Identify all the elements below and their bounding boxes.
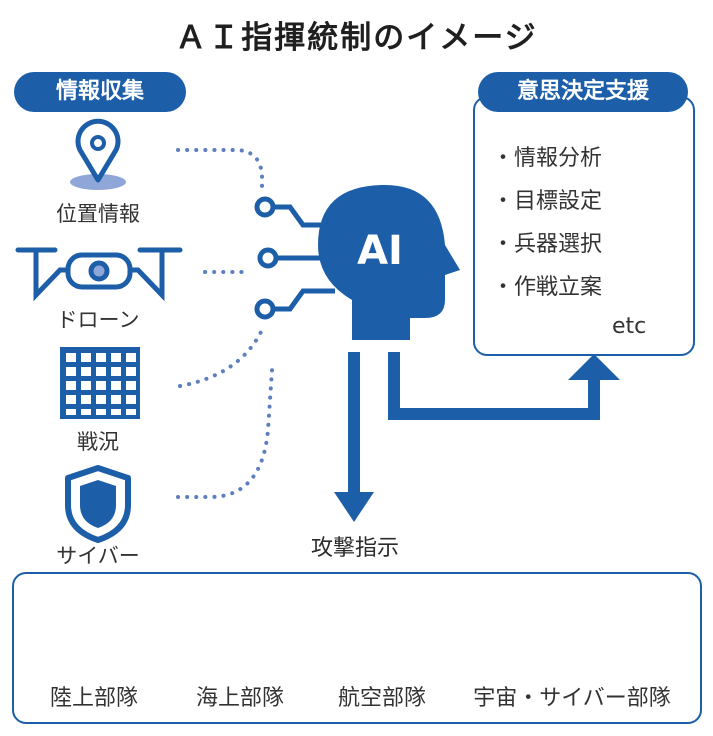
shield-icon	[65, 465, 131, 543]
grid-icon	[60, 347, 140, 419]
ai-label: AI	[357, 228, 403, 274]
attack-instruction-label: 攻撃指示	[310, 536, 399, 561]
ai-head-icon	[318, 185, 460, 340]
location-pin-icon	[70, 118, 126, 190]
unit-space-cyber: 宇宙・サイバー部隊	[473, 686, 671, 711]
decision-support-box	[473, 96, 695, 356]
label-battle-situation: 戦況	[77, 430, 119, 454]
decision-item-operation: ・作戦立案	[492, 275, 603, 300]
unit-air: 航空部隊	[337, 686, 426, 711]
page-title: ＡＩ指揮統制のイメージ	[175, 20, 538, 56]
label-cyber: サイバー	[56, 544, 140, 568]
decision-item-analysis: ・情報分析	[492, 146, 603, 171]
info-collection-header: 情報収集	[14, 72, 186, 112]
decision-item-target: ・目標設定	[492, 189, 603, 214]
dotted-connectors	[176, 148, 274, 499]
unit-maritime: 海上部隊	[195, 686, 284, 711]
units-box	[12, 572, 702, 724]
decision-etc: etc	[612, 314, 647, 339]
label-location: 位置情報	[56, 202, 140, 226]
up-arrow	[388, 352, 620, 420]
decision-item-weapon: ・兵器選択	[492, 232, 603, 257]
unit-ground: 陸上部隊	[49, 686, 138, 711]
decision-support-header: 意思決定支援	[478, 72, 688, 112]
down-arrow	[334, 352, 374, 522]
drone-icon	[15, 247, 183, 302]
label-drone: ドローン	[56, 308, 140, 332]
